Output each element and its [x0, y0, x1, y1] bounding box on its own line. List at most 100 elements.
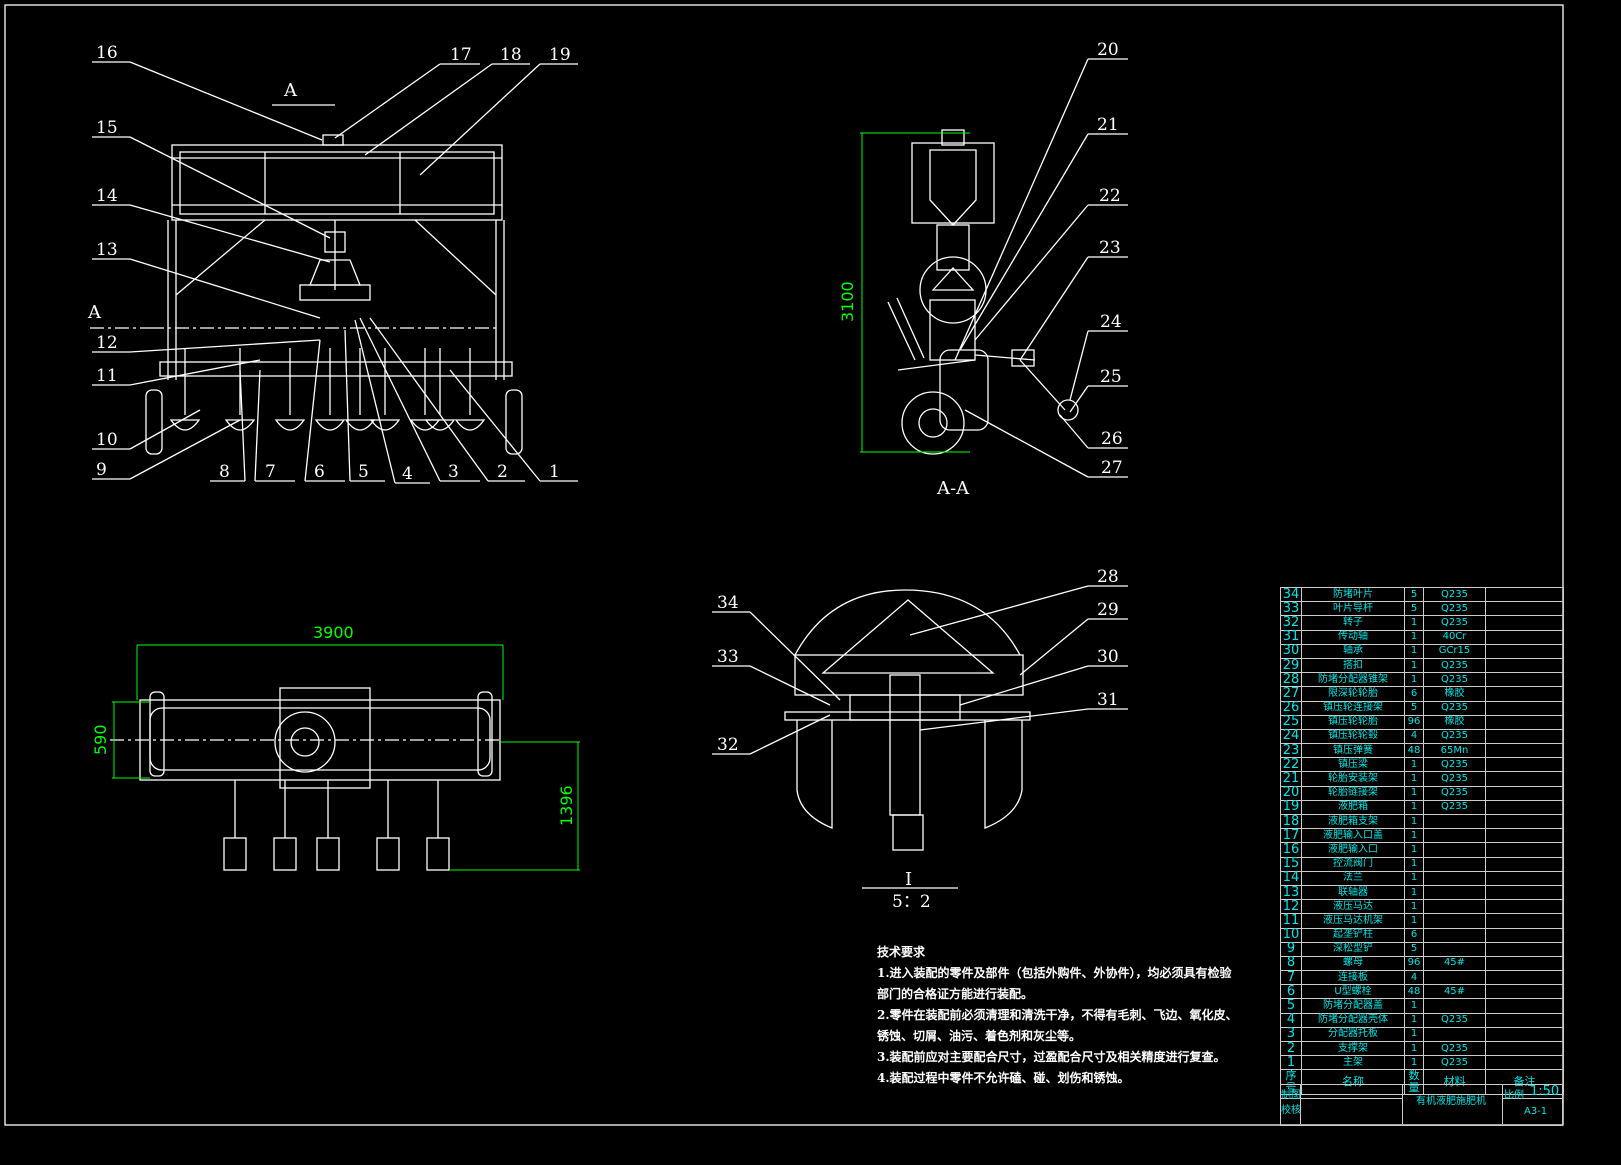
leader-line — [129, 258, 321, 319]
part-number-label: 17 — [450, 45, 472, 65]
section-title: A-A — [936, 478, 970, 499]
bom-name: 法兰 — [1301, 870, 1405, 886]
bom-qty: 1 — [1404, 842, 1424, 858]
bom-name: 深松型铲 — [1301, 941, 1405, 957]
title-block: 制图 校核 有机液肥施肥机 比例 1:50 A3-1 — [1280, 1084, 1563, 1126]
part-number-label: 29 — [1097, 600, 1119, 620]
bom-name: 轮胎链接架 — [1301, 785, 1405, 801]
bom-qty: 1 — [1404, 1012, 1424, 1028]
bom-name: 防堵分配器盖 — [1301, 998, 1405, 1014]
part-number-label: 23 — [1099, 238, 1121, 258]
bom-material: Q235 — [1423, 672, 1486, 688]
section-mark-top: A — [283, 80, 298, 101]
leader-line — [964, 409, 1089, 478]
bom-name: 液压马达 — [1301, 899, 1405, 915]
bom-material: Q235 — [1423, 601, 1486, 617]
drawing-name: 有机液肥施肥机 — [1416, 1096, 1486, 1107]
leader-line — [449, 369, 541, 482]
bom-no: 31 — [1280, 629, 1302, 645]
leader-line — [354, 319, 396, 484]
bom-no: 24 — [1280, 728, 1302, 745]
part-number-label: 13 — [96, 240, 118, 260]
bom-name: 螺母 — [1301, 955, 1405, 972]
height-dimension: 3100 — [838, 281, 857, 322]
shovel — [454, 419, 486, 431]
bom-material — [1423, 828, 1486, 844]
part-number-label: 30 — [1097, 647, 1119, 667]
bom-remark — [1485, 686, 1564, 702]
bom-name: 防堵分配器锥架 — [1301, 672, 1405, 688]
detail-title: I — [905, 869, 912, 890]
bom-no: 21 — [1280, 771, 1302, 787]
bom-material: 45# — [1423, 984, 1486, 1000]
depth-dimension: 590 — [91, 724, 110, 755]
shovel — [273, 837, 297, 871]
drawn-by-label: 制图 — [1281, 1090, 1301, 1101]
bom-remark — [1485, 672, 1564, 688]
bom-remark — [1485, 970, 1564, 986]
bom-no: 6 — [1280, 984, 1302, 1000]
bom-name: 轴承 — [1301, 643, 1405, 659]
leader-line — [954, 58, 1089, 361]
leader-line — [909, 585, 1089, 636]
bom-qty: 1 — [1404, 757, 1424, 773]
bom-remark — [1485, 785, 1564, 801]
sheet-number: A3-1 — [1524, 1106, 1548, 1117]
shovel — [316, 837, 340, 871]
bom-remark — [1485, 743, 1564, 759]
bom-material: 45# — [1423, 955, 1486, 972]
requirement-line: 4.装配过程中零件不允许磕、碰、划伤和锈蚀。 — [877, 1071, 1130, 1085]
bom-name: 轮胎安装架 — [1301, 771, 1405, 787]
leader-line — [974, 204, 1089, 341]
bom-remark — [1485, 998, 1564, 1014]
bom-remark — [1485, 586, 1564, 603]
bom-material: Q235 — [1423, 1012, 1486, 1028]
shovel — [424, 419, 456, 431]
leader-line — [334, 63, 441, 139]
bom-material: Q235 — [1423, 799, 1486, 816]
drawing-border — [4, 4, 1564, 1126]
bom-material: Q235 — [1423, 700, 1486, 716]
bom-no: 30 — [1280, 643, 1302, 659]
bom-remark — [1485, 1055, 1564, 1071]
bom-remark — [1485, 657, 1564, 674]
bom-qty: 1 — [1404, 870, 1424, 886]
bom-name: 控流阀门 — [1301, 856, 1405, 872]
bom-no: 25 — [1280, 714, 1302, 730]
bom-material: Q235 — [1423, 785, 1486, 801]
bom-remark — [1485, 899, 1564, 915]
leader-line — [959, 665, 1089, 706]
bom-remark — [1485, 884, 1564, 901]
part-number-label: 3 — [448, 462, 459, 482]
leader-line — [129, 339, 321, 353]
bom-qty: 1 — [1404, 615, 1424, 631]
leader-line — [1019, 256, 1089, 361]
bom-material — [1423, 998, 1486, 1014]
bom-name: 传动轴 — [1301, 629, 1405, 645]
leader-line — [239, 369, 246, 482]
leader-line — [129, 409, 201, 450]
part-number-label: 5 — [358, 462, 369, 482]
bom-qty: 5 — [1404, 586, 1424, 603]
bom-name: 液肥箱 — [1301, 799, 1405, 816]
bom-material: Q235 — [1423, 757, 1486, 773]
bom-material — [1423, 941, 1486, 957]
part-number-label: 32 — [717, 735, 739, 755]
bom-remark — [1485, 728, 1564, 745]
